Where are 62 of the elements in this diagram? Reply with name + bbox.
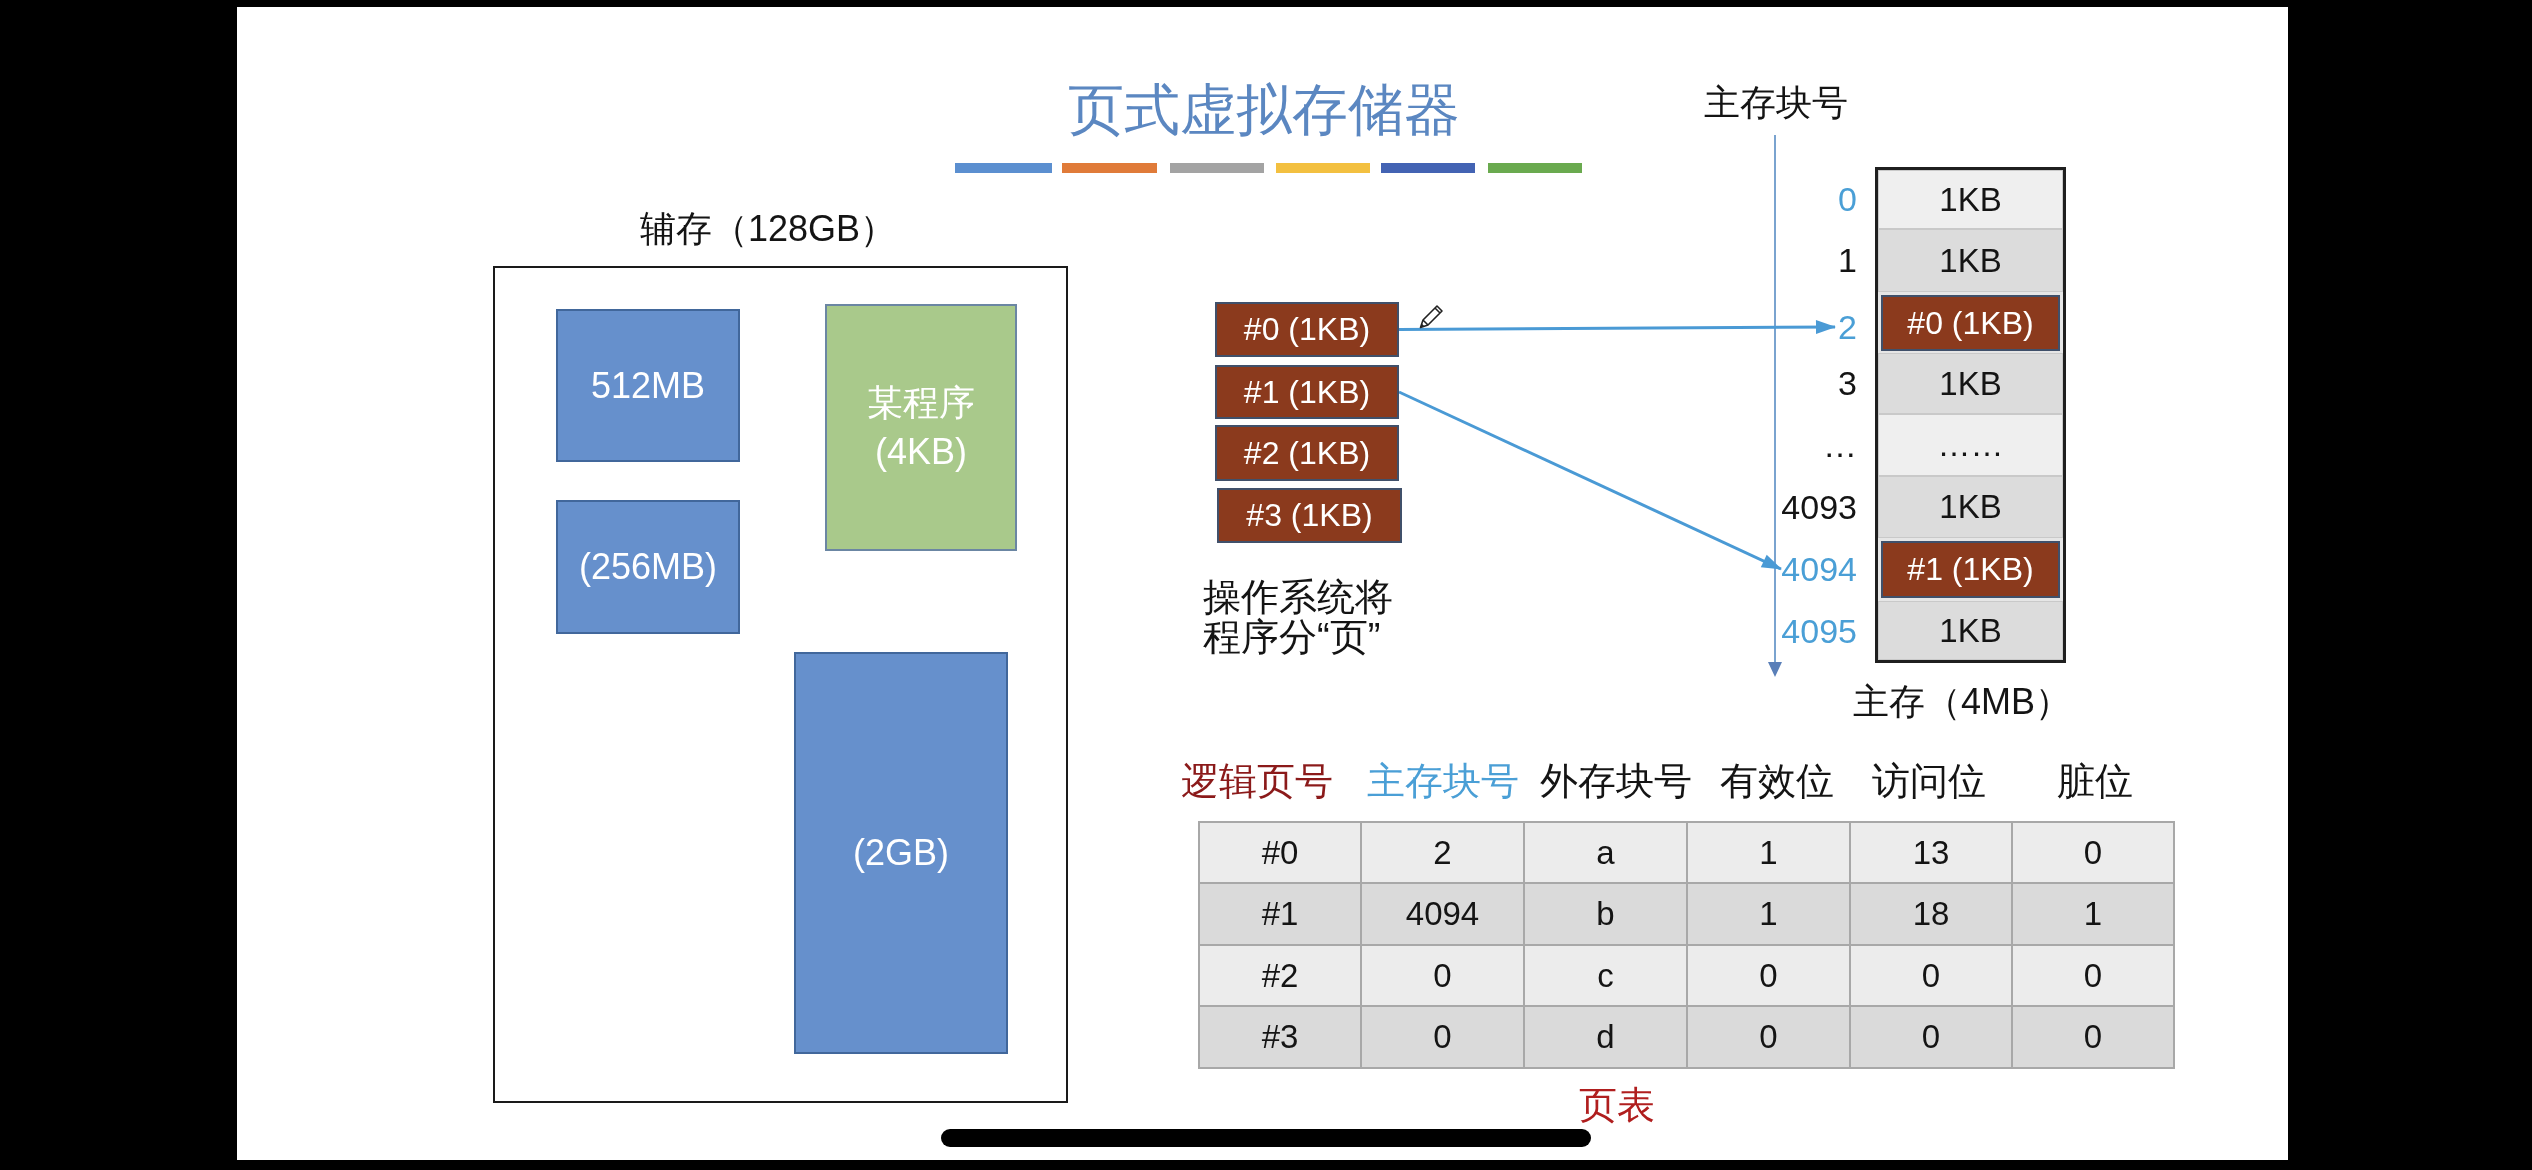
table-cell: 2	[1360, 821, 1525, 884]
memory-block: 1KB	[1878, 476, 2063, 538]
table-cell: 0	[2011, 821, 2175, 884]
page-block: #1 (1KB)	[1215, 365, 1399, 419]
page-block: #2 (1KB)	[1215, 425, 1399, 481]
table-caption: 页表	[1579, 1083, 1655, 1129]
memory-block: 1KB	[1878, 170, 2063, 229]
arrow	[1399, 320, 1836, 335]
table-cell: #3	[1198, 1005, 1362, 1069]
page-block: #1 (1KB)	[1881, 541, 2060, 598]
block-number: 0	[1838, 178, 1857, 220]
arrow	[1398, 390, 1782, 571]
block-number: …	[1823, 424, 1857, 466]
table-cell: 1	[2011, 882, 2175, 946]
memory-block: 1KB	[1878, 601, 2063, 660]
program-block: 某程序 (4KB)	[825, 304, 1017, 551]
table-cell: 0	[1360, 1005, 1525, 1069]
table-cell: d	[1523, 1005, 1688, 1069]
memory-block: 1KB	[1878, 353, 2063, 414]
block-number: 2	[1835, 306, 1857, 348]
table-cell: 1	[1686, 882, 1851, 946]
page-block: #0 (1KB)	[1215, 302, 1399, 357]
column-header: 脏位	[2057, 759, 2133, 805]
axis-label: 主存块号	[1704, 81, 1848, 125]
table-cell: 4094	[1360, 882, 1525, 946]
table-cell: #2	[1198, 944, 1362, 1007]
column-header: 逻辑页号	[1181, 759, 1333, 805]
table-cell: 0	[1849, 944, 2013, 1007]
column-header: 主存块号	[1367, 759, 1519, 805]
slide-title: 页式虚拟存储器	[1068, 77, 1460, 144]
block-number: 4094	[1781, 548, 1857, 590]
column-header: 外存块号	[1540, 759, 1692, 805]
memory-block: ……	[1878, 414, 2063, 476]
block-number: 3	[1838, 362, 1857, 404]
page-block: #0 (1KB)	[1881, 295, 2060, 351]
block-number: 4093	[1781, 486, 1857, 528]
table-cell: #1	[1198, 882, 1362, 946]
box-heading: 辅存（128GB）	[639, 207, 897, 251]
table-cell: c	[1523, 944, 1688, 1007]
table-cell: 0	[1686, 1005, 1851, 1069]
table-cell: #0	[1198, 821, 1362, 884]
column-header: 有效位	[1720, 759, 1834, 805]
program-block: (256MB)	[556, 500, 740, 634]
table-cell: b	[1523, 882, 1688, 946]
block-number: 1	[1838, 239, 1857, 281]
table-cell: 0	[1849, 1005, 2013, 1069]
table-cell: a	[1523, 821, 1688, 884]
program-block: (2GB)	[794, 652, 1008, 1054]
table-cell: 0	[1686, 944, 1851, 1007]
box-heading: 主存（4MB）	[1853, 680, 2071, 724]
memory-block: 1KB	[1878, 229, 2063, 292]
table-cell: 0	[2011, 944, 2175, 1007]
table-cell: 1	[1686, 821, 1851, 884]
block-number: 4095	[1781, 610, 1857, 652]
table-cell: 18	[1849, 882, 2013, 946]
table-cell: 0	[1360, 944, 1525, 1007]
column-header: 访问位	[1872, 759, 1986, 805]
table-cell: 13	[1849, 821, 2013, 884]
table-cell: 0	[2011, 1005, 2175, 1069]
note-text: 操作系统将程序分“页”	[1203, 578, 1394, 658]
program-block: 512MB	[556, 309, 740, 462]
page-block: #3 (1KB)	[1217, 488, 1402, 543]
